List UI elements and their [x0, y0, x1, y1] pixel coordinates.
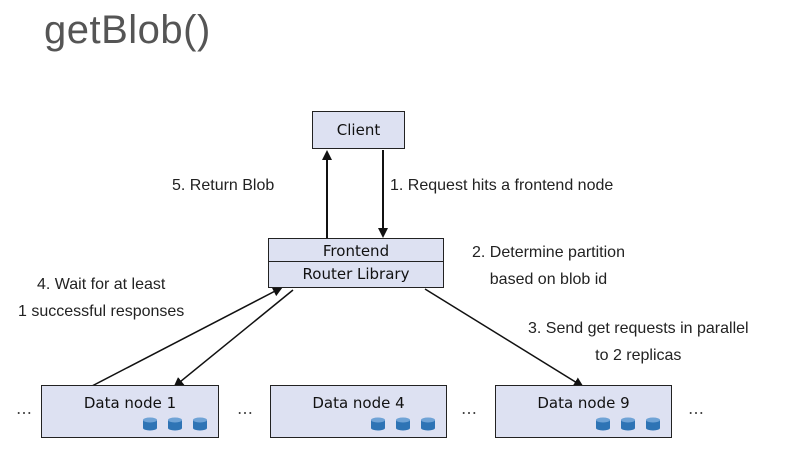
- step-1-annotation: 1. Request hits a frontend node: [390, 177, 614, 194]
- step-3-annotation: 3. Send get requests in parallel to 2 re…: [528, 315, 749, 369]
- database-cylinder-icon: [168, 417, 182, 431]
- step-4-line-2: 1 successful responses: [18, 303, 185, 320]
- ellipsis: …: [688, 399, 704, 418]
- step-5-annotation: 5. Return Blob: [172, 177, 275, 194]
- data-node-9: Data node 9: [495, 385, 672, 438]
- frontend-node: Frontend Router Library: [268, 238, 444, 288]
- data-node-1: Data node 1: [41, 385, 219, 438]
- step-3-line-2: to 2 replicas: [595, 347, 682, 364]
- data-node-label: Data node 4: [312, 394, 405, 412]
- storage-group: [370, 417, 436, 431]
- database-cylinder-icon: [193, 417, 207, 431]
- database-cylinder-icon: [646, 417, 660, 431]
- client-node: Client: [312, 111, 405, 149]
- step-2-line-1: 2. Determine partition: [472, 244, 625, 261]
- step-4-annotation: 4. Wait for at least 1 successful respon…: [18, 271, 184, 325]
- step-2-annotation: 2. Determine partition based on blob id: [472, 239, 625, 293]
- database-cylinder-icon: [421, 417, 435, 431]
- database-cylinder-icon: [396, 417, 410, 431]
- storage-group: [142, 417, 208, 431]
- client-label: Client: [336, 121, 381, 139]
- frontend-label: Frontend: [322, 242, 390, 260]
- step-2-line-2: based on blob id: [489, 271, 608, 288]
- arrow-get-dn1: [173, 289, 294, 388]
- router-library-label: Router Library: [302, 265, 410, 283]
- data-node-label: Data node 9: [537, 394, 630, 412]
- database-cylinder-icon: [621, 417, 635, 431]
- ellipsis: …: [237, 399, 253, 418]
- storage-group: [595, 417, 661, 431]
- database-cylinder-icon: [371, 417, 385, 431]
- page-title: getBlob(): [44, 8, 211, 52]
- frontend-divider: [269, 261, 443, 262]
- arrow-get-dn9: [424, 288, 584, 388]
- database-cylinder-icon: [143, 417, 157, 431]
- data-node-label: Data node 1: [83, 394, 177, 412]
- step-4-line-1: 4. Wait for at least: [36, 276, 166, 293]
- step-3-line-1: 3. Send get requests in parallel: [528, 320, 749, 337]
- arrow-response: [91, 287, 283, 387]
- database-cylinder-icon: [596, 417, 610, 431]
- ellipsis: …: [461, 399, 477, 418]
- data-node-4: Data node 4: [270, 385, 447, 438]
- ellipsis: …: [16, 399, 32, 418]
